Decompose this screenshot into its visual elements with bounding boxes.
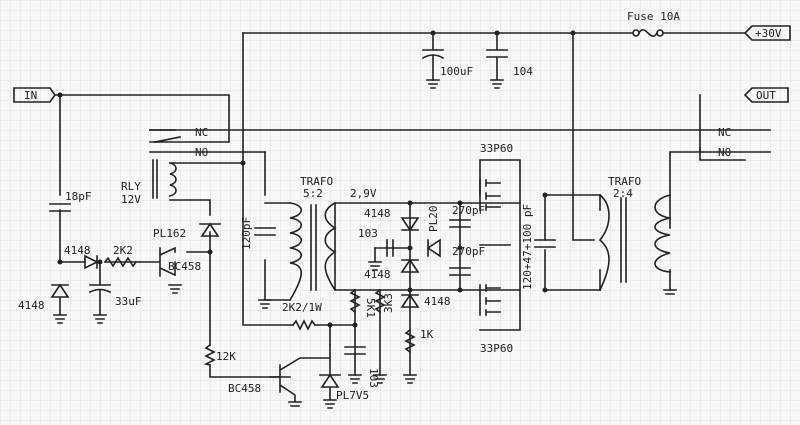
zener-pl7v5: PL7V5 <box>319 373 369 409</box>
cap-18pf: 18pF <box>49 190 92 212</box>
label: 100uF <box>440 65 473 78</box>
label: 5K1 <box>364 298 377 318</box>
mosfet-33p60-bottom: 33P60 <box>479 284 513 355</box>
relay-nc-right: NC <box>718 126 731 139</box>
relay-nc-left: NC <box>195 126 208 139</box>
label: 33uF <box>115 295 142 308</box>
zener-pl162: PL162 <box>153 222 221 240</box>
cap-120pf: 120pF <box>240 217 276 250</box>
resistor-5k1: 5K1 <box>349 288 377 318</box>
resistor-2k2: 2K2 <box>103 244 138 268</box>
diode-4148-d2: 4148 <box>18 283 70 324</box>
resistor-2k2-1w: 2K2/1W <box>282 301 322 331</box>
ground-symbols <box>168 284 417 384</box>
diode-4148-d3: 4148 <box>364 207 420 232</box>
port-out: OUT <box>743 87 789 103</box>
relay-no-left: NO <box>195 146 208 159</box>
label: TRAFO <box>608 175 641 188</box>
cap-270pf-b: 270pF <box>449 245 485 276</box>
port-in-label: IN <box>24 89 37 102</box>
label: 104 <box>513 65 533 78</box>
transistor-bc458-q2: BC458 <box>228 357 331 407</box>
label: PL20 <box>427 206 440 233</box>
mosfet-33p60-top: 33P60 <box>479 142 513 211</box>
label: 4148 <box>364 268 391 281</box>
diode-4148-d4: 4148 <box>364 258 420 281</box>
relay: RLY 12V NC NO NC NO <box>121 126 731 206</box>
label: 4148 <box>364 207 391 220</box>
diode-4148-d5: 4148 <box>400 293 451 308</box>
wires <box>54 32 771 378</box>
label: 3K3 <box>382 293 395 313</box>
label: RLY <box>121 180 141 193</box>
label: 103 <box>367 368 380 388</box>
zener-pl20: PL20 <box>426 206 441 258</box>
transformer-5-2: TRAFO 5:2 2,9V <box>288 175 377 302</box>
resistor-3k3: 3K3 <box>374 288 395 314</box>
label: 120+47+100 pF <box>521 204 534 290</box>
label: TRAFO <box>300 175 333 188</box>
label: 4148 <box>64 244 91 257</box>
label: 18pF <box>65 190 92 203</box>
port-out-label: OUT <box>756 89 776 102</box>
transformer-2-4: TRAFO 2:4 <box>598 175 677 295</box>
cap-33uf: 33uF <box>88 284 142 324</box>
label: 33P60 <box>480 342 513 355</box>
label: PL162 <box>153 227 186 240</box>
label: 270pF <box>452 245 485 258</box>
label: 2K2 <box>113 244 133 257</box>
transistor-bc458-q1: BC458 <box>139 246 201 277</box>
fuse-label: Fuse 10A <box>627 10 680 23</box>
cap-100uf: 100uF <box>421 32 473 89</box>
label: PL7V5 <box>336 389 369 402</box>
junctions <box>57 30 576 328</box>
label: 2:4 <box>613 187 633 200</box>
resistor-1k: 1K <box>404 328 434 354</box>
label: 4148 <box>18 299 45 312</box>
label: BC458 <box>168 260 201 273</box>
label: 4148 <box>424 295 451 308</box>
label: 12V <box>121 193 141 206</box>
cap-103-a: 103 <box>358 227 394 271</box>
label: 103 <box>358 227 378 240</box>
label: 270pF <box>452 204 485 217</box>
label: 12K <box>216 350 236 363</box>
cap-270pf-a: 270pF <box>449 204 485 228</box>
port-in: IN <box>13 87 56 103</box>
label: 1K <box>420 328 434 341</box>
label: 5:2 <box>303 187 323 200</box>
relay-no-right: NO <box>718 146 731 159</box>
diode-4148-d1: 4148 <box>64 244 99 270</box>
port-supply: +30V <box>743 25 791 41</box>
label: 2K2/1W <box>282 301 322 314</box>
voltage-label: 2,9V <box>350 187 377 200</box>
label: BC458 <box>228 382 261 395</box>
cap-tank: 120+47+100 pF <box>521 204 556 290</box>
label: 120pF <box>240 217 253 250</box>
resistor-12k: 12K <box>203 343 236 366</box>
cap-104: 104 <box>486 32 533 89</box>
port-supply-label: +30V <box>755 27 782 40</box>
fuse: Fuse 10A <box>627 10 680 37</box>
label: 33P60 <box>480 142 513 155</box>
cap-103-b: 103 <box>344 346 380 388</box>
